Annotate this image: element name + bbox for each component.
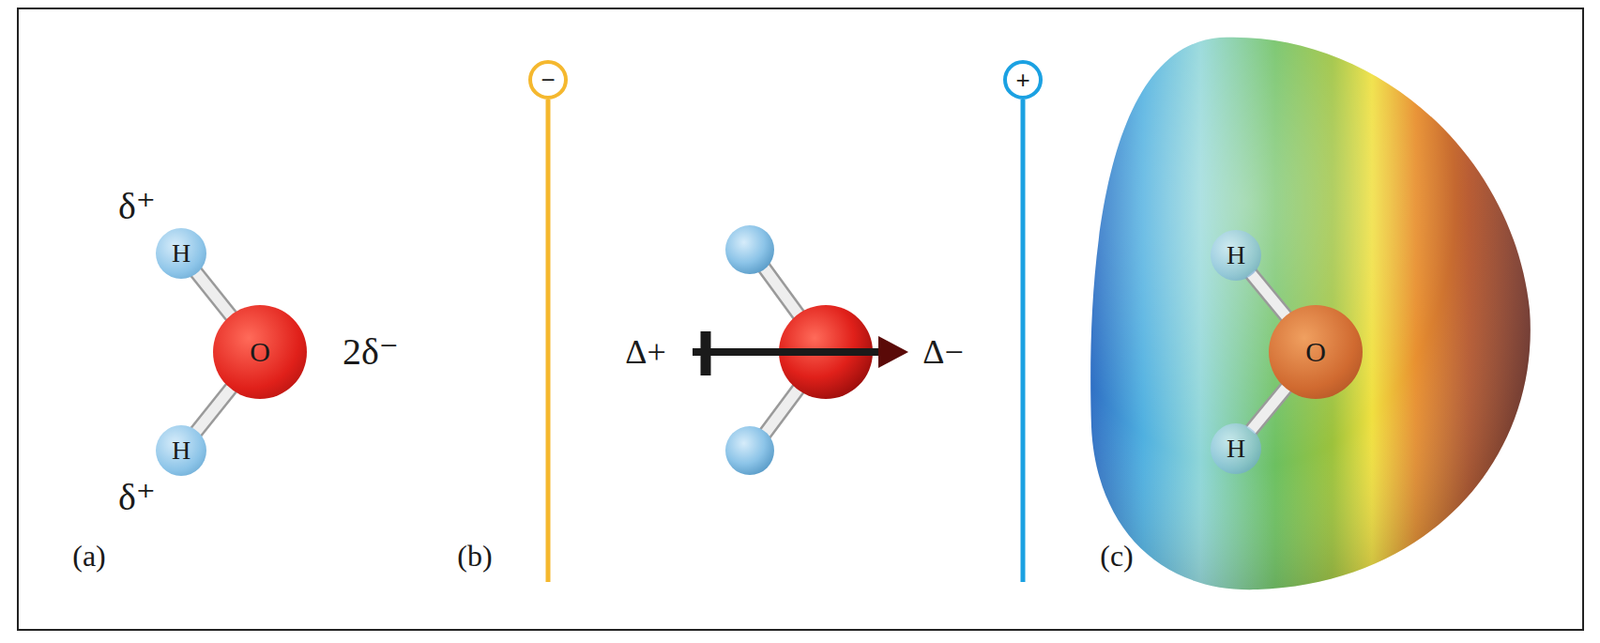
oxygen-atom: O	[213, 304, 307, 399]
hydrogen-atom: H	[1210, 229, 1262, 281]
frame	[17, 8, 1584, 630]
atom-symbol: +	[1015, 67, 1030, 92]
hydrogen-atom: H	[155, 425, 207, 476]
positive-plate	[1020, 99, 1026, 582]
atom-symbol: O	[249, 337, 271, 366]
dipole-end-label: Δ−	[922, 335, 963, 369]
partial-charge: δ⁺	[118, 478, 156, 517]
potential-map	[1090, 37, 1531, 591]
positive-terminal: +	[1003, 60, 1043, 100]
atom-symbol: −	[540, 67, 555, 92]
atom-symbol: H	[171, 240, 191, 267]
dipole-arrow	[692, 331, 909, 376]
panel-label: (b)	[457, 540, 492, 571]
dipole-end-label: Δ+	[624, 335, 666, 369]
atom-symbol: O	[1305, 337, 1326, 366]
bond	[1250, 273, 1288, 318]
hydrogen-atom: H	[1210, 423, 1262, 474]
partial-charge: 2δ⁻	[342, 333, 399, 371]
bond	[196, 386, 232, 432]
panel-label: (c)	[1099, 540, 1134, 571]
atom-symbol: H	[1226, 435, 1246, 462]
bond	[196, 272, 232, 318]
oxygen-atom: O	[1268, 304, 1363, 399]
negative-plate	[546, 99, 551, 582]
hydrogen-atom: H	[155, 228, 207, 279]
atom-symbol: H	[171, 437, 191, 464]
panel-label: (a)	[72, 540, 107, 571]
partial-charge: δ⁺	[118, 187, 156, 226]
negative-terminal: −	[528, 60, 568, 100]
bond	[1250, 386, 1288, 431]
atom-symbol: H	[1226, 242, 1246, 269]
